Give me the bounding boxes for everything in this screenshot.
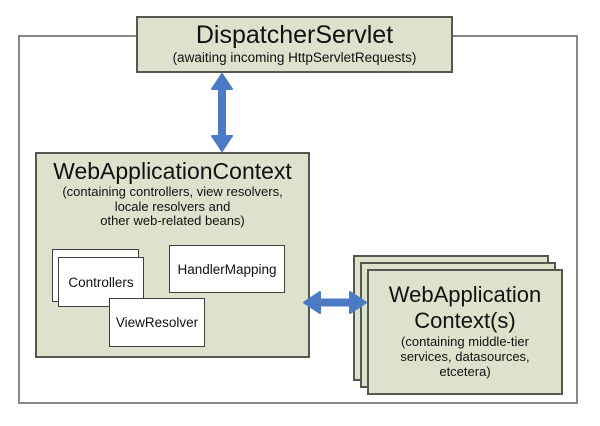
- web-application-context-title: WebApplicationContext: [53, 158, 292, 184]
- dispatcher-servlet-subtitle: (awaiting incoming HttpServletRequests): [172, 50, 417, 65]
- view-resolver-label: ViewResolver: [115, 315, 199, 330]
- middle-tier-context-subtitle-line: (containing middle-tier: [401, 334, 529, 349]
- web-application-context-subtitle-line: locale resolvers and: [114, 198, 231, 214]
- middle-tier-context-subtitle-line: etcetera): [439, 364, 491, 379]
- handler-mapping-label: HandlerMapping: [177, 261, 277, 277]
- handler-mapping-box: HandlerMapping: [169, 245, 285, 293]
- view-resolver-box: ViewResolver: [109, 298, 205, 347]
- middle-tier-context-subtitle-line: services, datasources,: [400, 349, 530, 364]
- dispatcher-servlet-title: DispatcherServlet: [195, 21, 394, 49]
- bidirectional-arrow-horizontal-icon: [303, 291, 367, 314]
- middle-tier-context-box: WebApplication Context(s) (containing mi…: [367, 269, 563, 395]
- bidirectional-arrow-vertical-icon: [211, 73, 233, 152]
- middle-tier-context-title-line: WebApplication: [388, 282, 542, 307]
- middle-tier-context-title-line: Context(s): [414, 308, 516, 333]
- controllers-label: Controllers: [68, 274, 134, 290]
- web-application-context-box: WebApplicationContext (containing contro…: [35, 152, 310, 358]
- web-application-context-subtitle-line: other web-related beans): [100, 213, 245, 228]
- web-application-context-subtitle-line: (containing controllers, view resolvers,: [62, 184, 283, 199]
- dispatcher-servlet-box: DispatcherServlet (awaiting incoming Htt…: [136, 16, 453, 73]
